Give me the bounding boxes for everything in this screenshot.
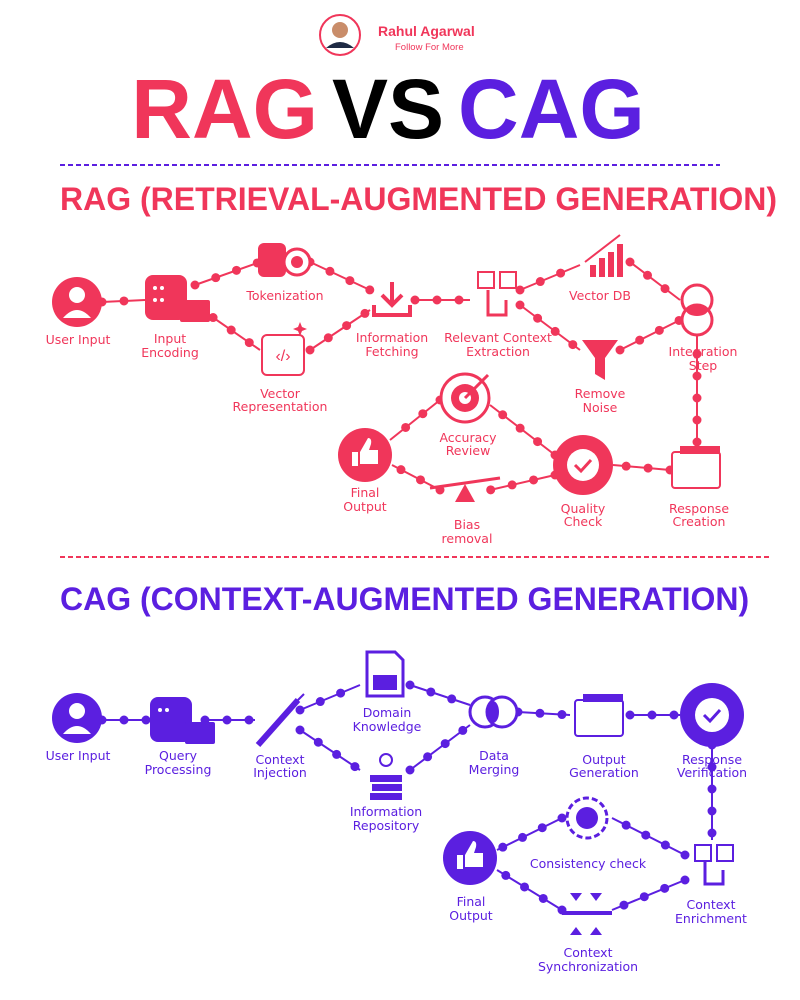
cag-connections	[97, 680, 717, 915]
gear-check-icon	[565, 796, 609, 840]
rag-node-response-creation: Response	[669, 501, 729, 516]
svg-text:Extraction: Extraction	[466, 344, 530, 359]
svg-text:Output: Output	[343, 499, 387, 514]
cag-node-response-verification: Response	[682, 752, 742, 767]
code-icon: ‹/›	[261, 322, 307, 376]
rag-node-vector-db: Vector DB	[569, 288, 631, 303]
rag-node-tokenization: Tokenization	[245, 288, 323, 303]
hand-checkbox-icon	[694, 844, 734, 886]
quality-check-icon	[553, 435, 613, 495]
cag-node-consistency-check: Consistency check	[530, 856, 647, 871]
svg-text:Generation: Generation	[569, 765, 639, 780]
author-tagline: Follow For More	[395, 42, 464, 53]
sd-card-icon	[365, 650, 405, 698]
download-icon	[372, 282, 412, 317]
thumbs-up-icon	[443, 831, 497, 885]
svg-text:Encoding: Encoding	[141, 345, 199, 360]
hand-checkbox-icon	[477, 271, 517, 317]
svg-text:Step: Step	[689, 358, 718, 373]
rag-icons: ‹/›	[52, 234, 721, 502]
rag-heading: RAG (RETRIEVAL-AUGMENTED GENERATION)	[60, 181, 777, 217]
svg-text:Knowledge: Knowledge	[353, 719, 422, 734]
cag-heading: CAG (CONTEXT-AUGMENTED GENERATION)	[60, 581, 749, 617]
svg-text:removal: removal	[442, 531, 493, 546]
rag-node-information-fetching: Information	[356, 330, 428, 345]
syringe-icon	[255, 693, 305, 747]
svg-text:Output: Output	[449, 908, 493, 923]
cag-node-context-injection: Context	[256, 752, 305, 767]
rag-node-bias-removal: Bias	[454, 517, 480, 532]
cag-node-output-generation: Output	[582, 752, 626, 767]
cag-node-user-input: User Input	[46, 748, 111, 763]
books-icon	[370, 753, 402, 800]
coins-icon	[258, 243, 312, 277]
user-icon	[52, 277, 102, 327]
svg-text:Enrichment: Enrichment	[675, 911, 747, 926]
scale-icon	[429, 476, 501, 502]
thumbs-up-icon	[338, 428, 392, 482]
svg-text:Representation: Representation	[233, 399, 328, 414]
verified-badge-icon	[680, 683, 744, 747]
cag-node-context-enrichment: Context	[687, 897, 736, 912]
svg-text:Verification: Verification	[677, 765, 747, 780]
rag-labels: User Input Input Encoding Tokenization V…	[46, 288, 738, 546]
rag-node-accuracy-review: Accuracy	[439, 430, 497, 445]
merge-circles-icon	[680, 283, 714, 337]
funnel-icon	[582, 340, 618, 380]
rag-connections	[97, 257, 702, 495]
documents-icon	[574, 694, 624, 737]
sync-arrows-icon	[562, 893, 612, 935]
cag-node-data-merging: Data	[479, 748, 509, 763]
rag-node-relevant-context: Relevant Context	[444, 330, 552, 345]
rag-node-remove-noise: Remove	[575, 386, 626, 401]
cag-icons	[52, 650, 744, 935]
rag-node-vector-representation: Vector	[260, 386, 301, 401]
target-icon	[439, 372, 491, 424]
bar-chart-icon	[584, 234, 623, 277]
database-icon	[145, 275, 210, 322]
cag-node-domain-knowledge: Domain	[363, 705, 412, 720]
svg-text:Injection: Injection	[253, 765, 307, 780]
svg-text:Review: Review	[446, 443, 491, 458]
rag-node-final-output: Final	[351, 485, 380, 500]
rag-node-quality-check: Quality	[561, 501, 606, 516]
cag-node-final-output: Final	[457, 894, 486, 909]
svg-text:Processing: Processing	[145, 762, 212, 777]
documents-icon	[671, 446, 721, 489]
rag-node-integration-step: Integration	[669, 344, 738, 359]
user-icon	[52, 693, 102, 743]
svg-text:Fetching: Fetching	[365, 344, 418, 359]
author-header: Rahul Agarwal Follow For More	[319, 14, 475, 56]
cag-node-information-repository: Information	[350, 804, 422, 819]
merge-circles-icon	[468, 695, 519, 729]
svg-text:Merging: Merging	[469, 762, 520, 777]
rag-node-input-encoding: Input	[154, 331, 186, 346]
rag-node-user-input: User Input	[46, 332, 111, 347]
svg-text:Synchronization: Synchronization	[538, 959, 638, 974]
author-name: Rahul Agarwal	[378, 23, 475, 39]
cag-node-query-processing: Query	[159, 748, 198, 763]
database-icon	[150, 697, 215, 744]
svg-text:Creation: Creation	[673, 514, 726, 529]
svg-text:‹/›: ‹/›	[275, 348, 290, 365]
svg-text:Repository: Repository	[353, 818, 420, 833]
cag-node-context-synchronization: Context	[564, 945, 613, 960]
cag-labels: User Input Query Processing Context Inje…	[46, 705, 748, 974]
svg-text:Noise: Noise	[583, 400, 618, 415]
svg-text:Check: Check	[564, 514, 603, 529]
